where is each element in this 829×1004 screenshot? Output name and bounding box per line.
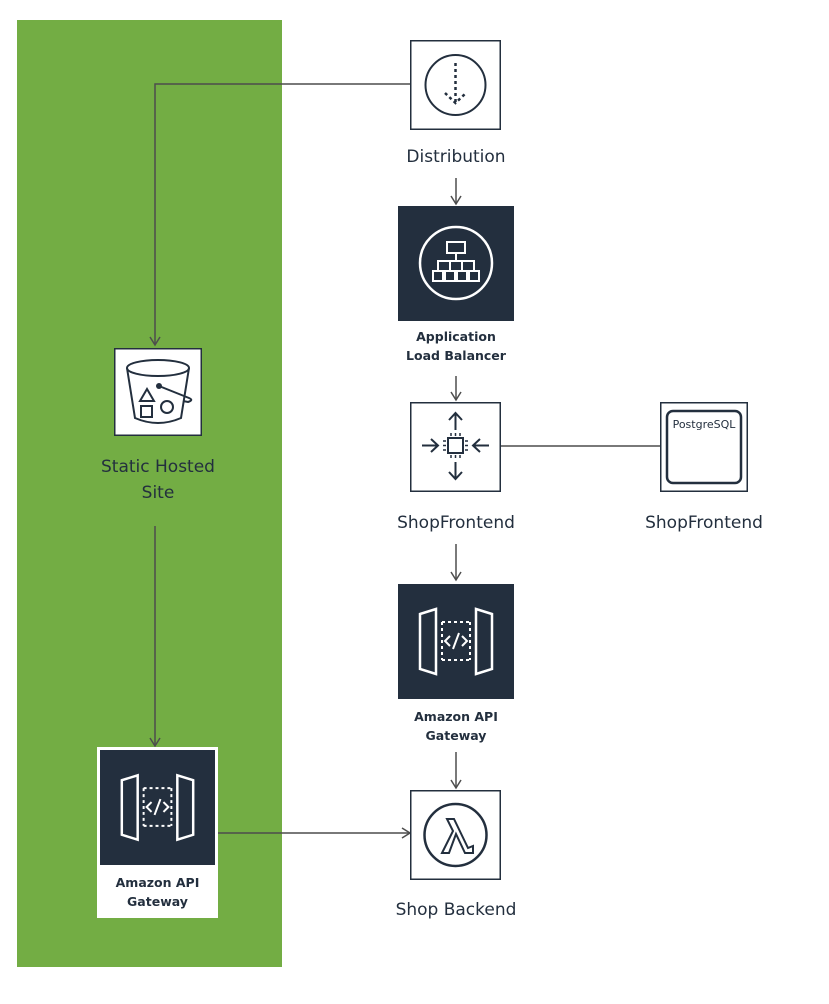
load-balancer-icon: [418, 225, 494, 301]
postgres-icon-text: PostgreSQL: [672, 418, 736, 431]
api-gateway-icon: [418, 607, 494, 676]
alb-node[interactable]: [398, 206, 514, 321]
api-gateway-right-label-line1: Amazon API: [414, 709, 498, 724]
frontend-node[interactable]: [410, 402, 501, 492]
api-gateway-right-node[interactable]: [398, 584, 514, 699]
static-site-label-line2: Site: [141, 483, 175, 503]
frontend-label: ShopFrontend: [397, 513, 515, 533]
postgres-box-outline: [660, 402, 748, 492]
backend-node[interactable]: [410, 790, 501, 880]
postgres-node[interactable]: PostgreSQL: [660, 402, 748, 492]
api-gateway-right-label-line2: Gateway: [425, 728, 487, 743]
postgres-label: ShopFrontend: [645, 513, 763, 533]
connector-distribution-to-static-site: [149, 83, 410, 347]
cloudfront-distribution-icon: [410, 40, 501, 130]
lambda-icon: [410, 790, 501, 880]
static-site-label-line1: Static Hosted: [101, 457, 215, 477]
api-gateway-icon: [120, 773, 195, 842]
alb-label-line1: Application: [416, 329, 496, 344]
distribution-label: Distribution: [406, 147, 506, 167]
distribution-node[interactable]: [410, 40, 501, 130]
s3-bucket-icon: [114, 348, 202, 436]
backend-label: Shop Backend: [395, 900, 517, 920]
api-gateway-left-label-line2: Gateway: [127, 894, 188, 909]
static-site-node[interactable]: [114, 348, 202, 436]
api-gateway-left-node[interactable]: [100, 750, 215, 865]
api-gateway-left-label-line1: Amazon API: [115, 875, 200, 890]
processor-icon: [410, 402, 501, 492]
alb-label-line2: Load Balancer: [406, 348, 506, 363]
